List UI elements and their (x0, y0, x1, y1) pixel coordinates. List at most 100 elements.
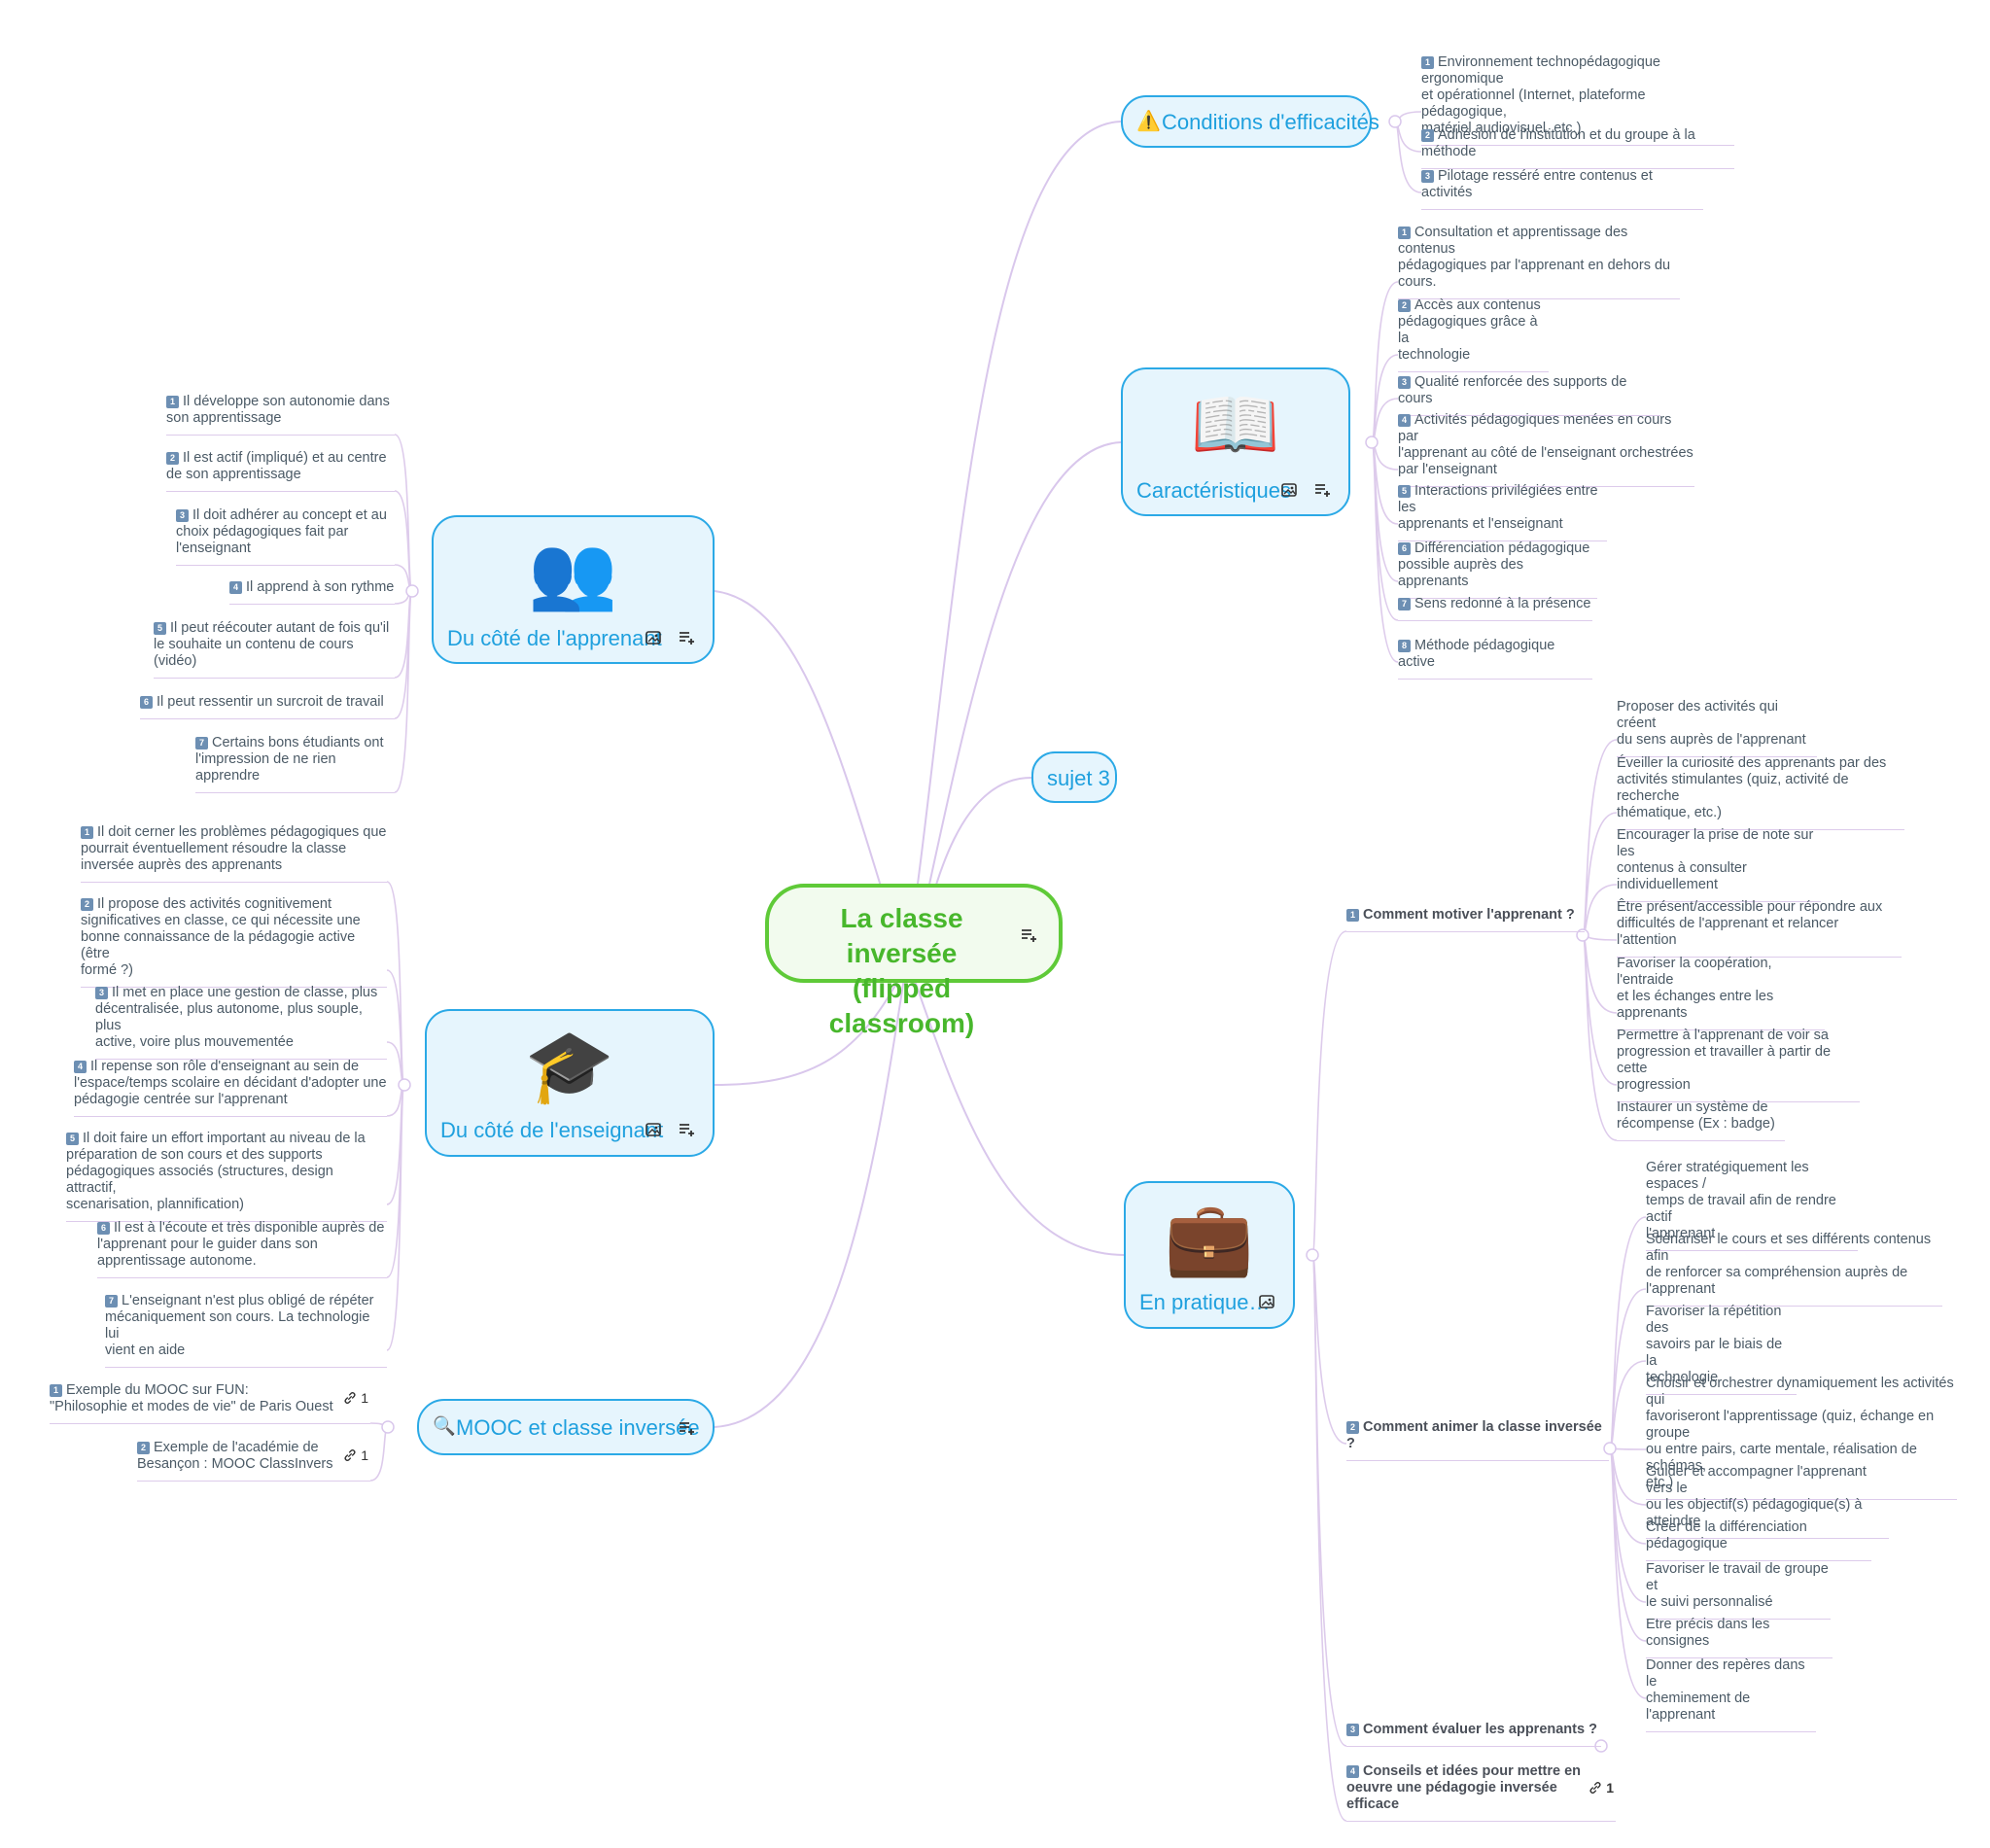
animer-item[interactable]: Scénariser le cours et ses différents co… (1646, 1232, 1942, 1307)
topic-mooc-label: MOOC et classe inversée (456, 1415, 700, 1440)
animer-item[interactable]: Favoriser la répétition des savoirs par … (1646, 1304, 1797, 1395)
enseignant-item-text: Il est à l'écoute et très disponible aup… (97, 1220, 385, 1269)
enseignant-item-text: Il repense son rôle d'enseignant au sein… (74, 1059, 387, 1107)
topic-conditions-label: Conditions d'efficacités (1162, 110, 1379, 134)
people-icon: 👥 (528, 532, 618, 612)
priority-badge-icon: 2 (1421, 129, 1434, 142)
topic-conditions[interactable]: ⚠️ Conditions d'efficacités (1121, 95, 1379, 148)
image-icon[interactable] (1258, 1293, 1275, 1310)
warning-icon: ⚠️ (1136, 111, 1161, 132)
topic-enseignant[interactable]: 🎓 Du côté de l'enseignant (425, 1009, 715, 1157)
pratique-section-item-text: Comment évaluer les apprenants ? (1363, 1722, 1597, 1737)
priority-badge-icon: 3 (176, 509, 189, 522)
motiver-item[interactable]: Être présent/accessible pour répondre au… (1617, 899, 1902, 958)
motiver-item[interactable]: Favoriser la coopération, l'entraide et … (1617, 956, 1825, 1030)
priority-badge-icon: 1 (50, 1384, 62, 1397)
pratique-section-item-text: Comment animer la classe inversée ? (1346, 1419, 1602, 1451)
graduation-cap-icon: 🎓 (524, 1026, 615, 1106)
briefcase-icon: 💼 (1164, 1198, 1255, 1278)
apprenant-item-text: Certains bons étudiants ont l'impression… (195, 735, 384, 784)
notes-icon[interactable] (678, 629, 695, 646)
priority-badge-icon: 6 (140, 696, 153, 709)
priority-badge-icon: 5 (1398, 485, 1411, 498)
animer-item[interactable]: Donner des repères dans le cheminement d… (1646, 1657, 1816, 1732)
apprenant-item-text: Il peut réécouter autant de fois qu'il l… (154, 620, 390, 669)
apprenant-item[interactable]: 6 Il peut ressentir un surcroit de travai… (140, 694, 395, 719)
priority-badge-icon: 2 (1398, 299, 1411, 312)
animer-item[interactable]: Favoriser le travail de groupe et le sui… (1646, 1561, 1831, 1620)
motiver-item[interactable]: Encourager la prise de note sur les cont… (1617, 827, 1821, 902)
topic-caracteristiques[interactable]: 📖 Caractéristiques (1121, 367, 1350, 516)
notes-icon[interactable] (1313, 481, 1331, 499)
topic-pratique-label: En pratique… (1139, 1290, 1271, 1314)
condition-item-text: Pilotage resséré entre contenus et activ… (1421, 168, 1653, 200)
image-icon[interactable] (645, 1121, 662, 1138)
priority-badge-icon: 7 (195, 737, 208, 750)
priority-badge-icon: 3 (1421, 170, 1434, 183)
animer-item[interactable]: Guider et accompagner l'apprenant vers l… (1646, 1464, 1889, 1539)
root-title-line1: La classe inversée (840, 903, 963, 968)
priority-badge-icon: 8 (1398, 640, 1411, 652)
link-icon[interactable]: 1 (343, 1447, 368, 1464)
link-icon[interactable]: 1 (343, 1390, 368, 1407)
motiver-item[interactable]: Proposer des activités qui créent du sen… (1617, 699, 1817, 757)
topic-sujet3[interactable]: sujet 3 (1031, 751, 1117, 803)
apprenant-item-text: Il développe son autonomie dans son appr… (166, 394, 390, 426)
topic-apprenant[interactable]: 👥 Du côté de l'apprenant (432, 515, 715, 664)
topic-pratique[interactable]: 💼 En pratique… (1124, 1181, 1295, 1329)
topic-mooc[interactable]: 🔍 MOOC et classe inversée (417, 1399, 715, 1455)
link-icon[interactable]: 1 (1589, 1780, 1614, 1796)
topic-apprenant-label: Du côté de l'apprenant (447, 626, 662, 650)
motiver-item[interactable]: Éveiller la curiosité des apprenants par… (1617, 755, 1904, 830)
notes-icon[interactable] (678, 1419, 695, 1437)
condition-item-text: Adhésion de l'institution et du groupe à… (1421, 127, 1695, 159)
priority-badge-icon: 3 (1346, 1724, 1359, 1736)
apprenant-item-text: Il peut ressentir un surcroit de travail (157, 694, 384, 710)
image-icon[interactable] (645, 629, 662, 646)
pratique-section-item[interactable]: 3 Comment évaluer les apprenants ? (1346, 1722, 1601, 1747)
animer-item[interactable]: Choisir et orchestrer dynamiquement les … (1646, 1376, 1957, 1500)
motiver-item[interactable]: Instaurer un système de récompense (Ex :… (1617, 1099, 1785, 1141)
animer-item[interactable]: Créer de la différenciation pédagogique (1646, 1519, 1871, 1561)
enseignant-item-text: Il met en place une gestion de classe, p… (95, 985, 378, 1050)
notes-icon[interactable] (1020, 926, 1037, 944)
animer-item[interactable]: Etre précis dans les consignes (1646, 1617, 1833, 1658)
motiver-item-text: Proposer des activités qui créent du sen… (1617, 699, 1806, 748)
priority-badge-icon: 2 (81, 898, 93, 911)
animer-item[interactable]: Gérer stratégiquement les espaces / temp… (1646, 1160, 1858, 1251)
motiver-item[interactable]: Permettre à l'apprenant de voir sa progr… (1617, 1028, 1860, 1102)
root-topic[interactable]: La classe inversée (flipped classroom) (765, 884, 1063, 1038)
image-icon[interactable] (1280, 481, 1298, 499)
notes-icon[interactable] (678, 1121, 695, 1138)
